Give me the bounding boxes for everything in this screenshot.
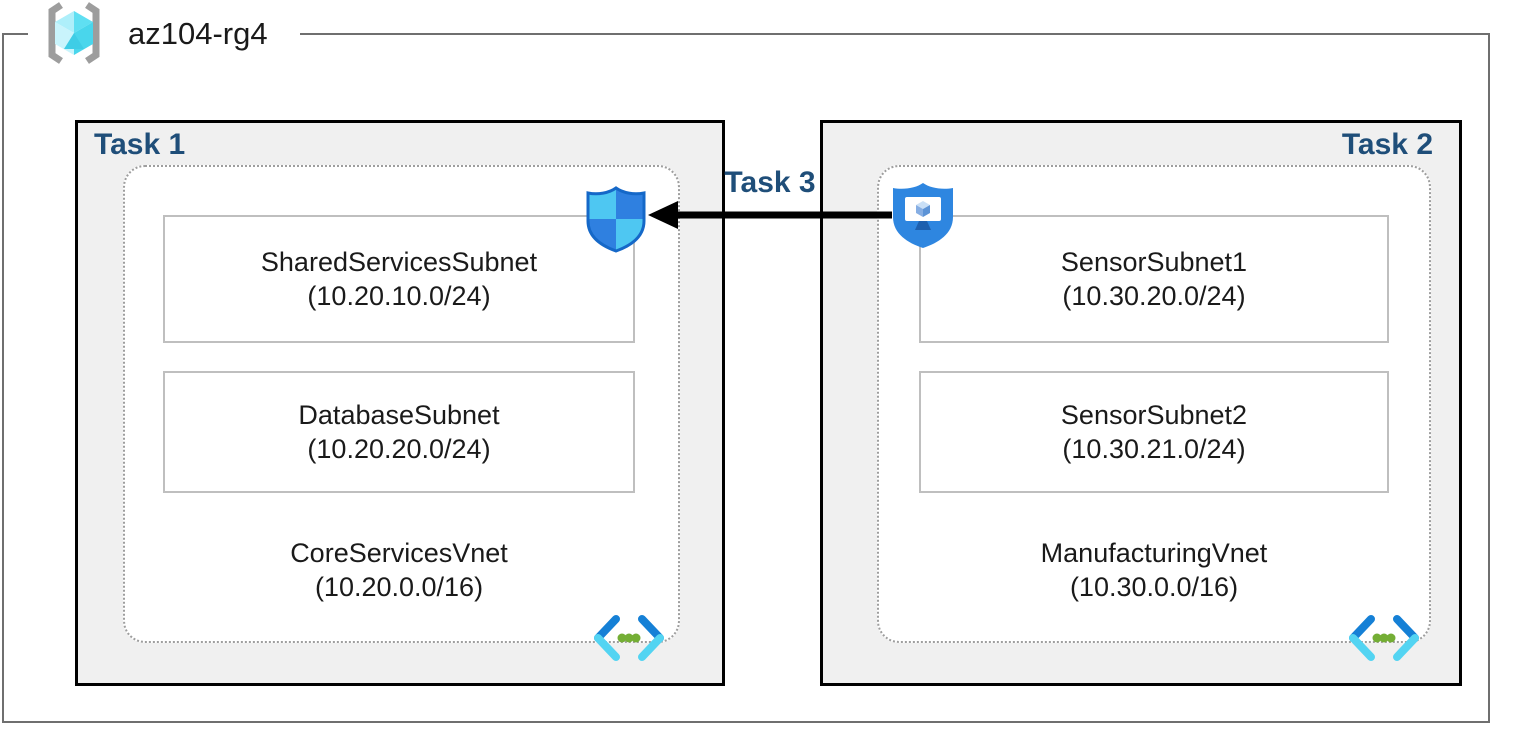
- database-subnet-box: DatabaseSubnet (10.20.20.0/24): [163, 371, 635, 493]
- sensor-subnet1-box: SensorSubnet1 (10.30.20.0/24): [919, 215, 1389, 343]
- task3-label: Task 3: [724, 166, 816, 199]
- subnet-name: SharedServicesSubnet: [260, 247, 538, 277]
- subnet-cidr: (10.20.20.0/24): [307, 434, 491, 464]
- subnet-name: SensorSubnet2: [1060, 400, 1248, 430]
- subnet-cidr: (10.20.10.0/24): [307, 281, 491, 311]
- vnet-name: ManufacturingVnet: [1040, 538, 1268, 568]
- subnet-cidr: (10.30.21.0/24): [1062, 434, 1246, 464]
- task2-label: Task 2: [1341, 128, 1433, 161]
- subnet-name: SensorSubnet1: [1060, 247, 1248, 277]
- resource-group-icon: [48, 2, 100, 64]
- core-services-vnet-label: CoreServicesVnet (10.20.0.0/16): [163, 536, 635, 604]
- virtual-network-icon: [594, 615, 664, 661]
- shield-monitor-icon: [893, 183, 953, 248]
- virtual-network-icon: [1349, 615, 1419, 661]
- resource-group-frame: [2, 33, 1490, 723]
- subnet-cidr: (10.30.20.0/24): [1062, 281, 1246, 311]
- shared-services-subnet-box: SharedServicesSubnet (10.20.10.0/24): [163, 215, 635, 343]
- sensor-subnet2-box: SensorSubnet2 (10.30.21.0/24): [919, 371, 1389, 493]
- task1-label: Task 1: [94, 128, 186, 161]
- task3-arrow: [648, 201, 892, 229]
- frame-gap-mask: [28, 29, 300, 39]
- resource-group-name: az104-rg4: [128, 16, 268, 51]
- vnet-cidr: (10.20.0.0/16): [314, 572, 484, 602]
- vnet-name: CoreServicesVnet: [290, 538, 508, 568]
- vnet-cidr: (10.30.0.0/16): [1069, 572, 1239, 602]
- subnet-name: DatabaseSubnet: [298, 400, 500, 430]
- task1-box: Task 1 SharedServicesSubnet (10.20.10.0/…: [75, 120, 725, 686]
- manufacturing-vnet-label: ManufacturingVnet (10.30.0.0/16): [919, 536, 1389, 604]
- nsg-shield-icon: [586, 186, 646, 253]
